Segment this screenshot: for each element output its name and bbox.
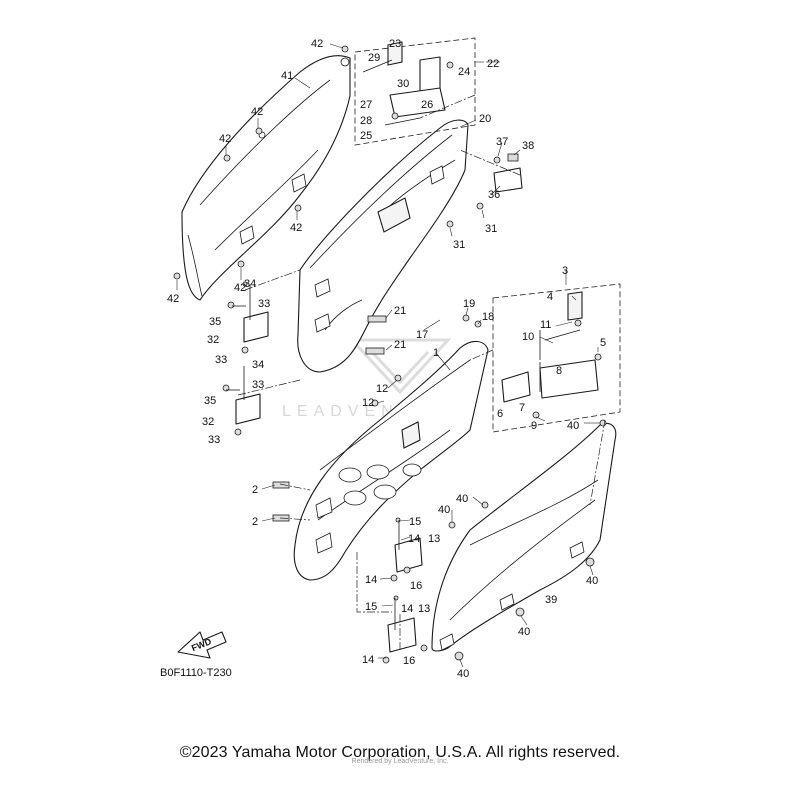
diagram-code: B0F1110-T230	[160, 667, 232, 679]
pins	[226, 285, 541, 630]
bracket-13-upper[interactable]	[394, 537, 423, 573]
callout-12[interactable]: 12	[376, 383, 388, 395]
callout-2[interactable]: 2	[252, 516, 258, 528]
callout-27[interactable]: 27	[360, 99, 372, 111]
callout-33[interactable]: 33	[215, 354, 227, 366]
part-36-latch-bracket[interactable]	[493, 167, 523, 193]
part-41-upper-panel[interactable]	[181, 55, 351, 301]
callout-13[interactable]: 13	[418, 603, 430, 615]
callout-24[interactable]: 24	[458, 66, 470, 78]
callout-33[interactable]: 33	[252, 379, 264, 391]
callout-28[interactable]: 28	[360, 115, 372, 127]
callout-29[interactable]: 29	[368, 52, 380, 64]
callout-3[interactable]: 3	[562, 265, 568, 277]
callout-37[interactable]: 37	[496, 136, 508, 148]
callout-36[interactable]: 36	[488, 189, 500, 201]
callout-19[interactable]: 19	[463, 298, 475, 310]
callout-14[interactable]: 14	[362, 654, 374, 666]
callout-42[interactable]: 42	[167, 293, 179, 305]
callout-39[interactable]: 39	[545, 594, 557, 606]
alignment-lines	[237, 94, 606, 650]
callout-2[interactable]: 2	[252, 484, 258, 496]
callout-1[interactable]: 1	[433, 347, 439, 359]
callout-13[interactable]: 13	[428, 533, 440, 545]
callout-16[interactable]: 16	[403, 655, 415, 667]
callout-14[interactable]: 14	[401, 603, 413, 615]
callout-42[interactable]: 42	[251, 106, 263, 118]
callout-20[interactable]: 20	[479, 113, 491, 125]
callout-34[interactable]: 34	[252, 359, 264, 371]
render-credit: Rendered by LeadVenture, Inc.	[351, 758, 449, 765]
callout-32[interactable]: 32	[202, 416, 214, 428]
fwd-direction-arrow: FWD	[177, 631, 227, 659]
copyright-notice: ©2023 Yamaha Motor Corporation, U.S.A. A…	[179, 744, 621, 761]
callout-21[interactable]: 21	[394, 305, 406, 317]
callout-34[interactable]: 34	[244, 278, 256, 290]
callout-4[interactable]: 4	[547, 291, 553, 303]
callout-22[interactable]: 22	[487, 58, 499, 70]
callout-17[interactable]: 17	[416, 329, 428, 341]
callout-15[interactable]: 15	[409, 516, 421, 528]
callout-40[interactable]: 40	[457, 668, 469, 680]
callout-33[interactable]: 33	[208, 434, 220, 446]
callout-7[interactable]: 7	[519, 402, 525, 414]
callout-40[interactable]: 40	[586, 575, 598, 587]
callout-42[interactable]: 42	[234, 282, 246, 294]
bracket-32-upper[interactable]	[243, 311, 269, 343]
leader-lines	[176, 43, 600, 668]
callout-5[interactable]: 5	[600, 337, 606, 349]
callout-33[interactable]: 33	[258, 298, 270, 310]
hardware-fasteners	[173, 45, 607, 664]
callout-9[interactable]: 9	[531, 420, 537, 432]
part-20-middle-panel[interactable]	[297, 119, 469, 373]
callout-42[interactable]: 42	[290, 222, 302, 234]
callout-14[interactable]: 14	[365, 574, 377, 586]
callout-16[interactable]: 16	[410, 580, 422, 592]
callout-40[interactable]: 40	[456, 493, 468, 505]
callout-18[interactable]: 18	[482, 311, 494, 323]
callout-40[interactable]: 40	[567, 420, 579, 432]
callout-30[interactable]: 30	[397, 78, 409, 90]
callout-41[interactable]: 41	[281, 70, 293, 82]
callout-40[interactable]: 40	[438, 504, 450, 516]
part-3-hinge-assembly[interactable]	[492, 283, 621, 433]
callout-38[interactable]: 38	[522, 140, 534, 152]
callout-35[interactable]: 35	[209, 316, 221, 328]
callout-23[interactable]: 23	[389, 38, 401, 50]
part-22-hinge-assembly[interactable]	[354, 37, 476, 146]
callout-12[interactable]: 12	[362, 397, 374, 409]
callout-40[interactable]: 40	[518, 626, 530, 638]
bracket-13-lower[interactable]	[387, 617, 417, 653]
callout-labels: 42 41 42 42 42 42 42 23 29 24 22 30 27 2…	[167, 38, 606, 680]
callout-26[interactable]: 26	[421, 99, 433, 111]
callout-31[interactable]: 31	[453, 239, 465, 251]
callout-42[interactable]: 42	[311, 38, 323, 50]
callout-25[interactable]: 25	[360, 130, 372, 142]
callout-10[interactable]: 10	[522, 331, 534, 343]
callout-32[interactable]: 32	[207, 334, 219, 346]
callout-14[interactable]: 14	[408, 533, 420, 545]
part-1-door-panel[interactable]	[293, 340, 489, 581]
callout-6[interactable]: 6	[497, 408, 503, 420]
callout-8[interactable]: 8	[556, 365, 562, 377]
part-39-lower-panel[interactable]	[431, 422, 617, 652]
callout-21[interactable]: 21	[394, 339, 406, 351]
callout-15[interactable]: 15	[365, 601, 377, 613]
callout-42[interactable]: 42	[219, 133, 231, 145]
bracket-32-lower[interactable]	[235, 393, 261, 425]
callout-35[interactable]: 35	[204, 395, 216, 407]
callout-31[interactable]: 31	[485, 223, 497, 235]
callout-11[interactable]: 11	[540, 319, 551, 331]
